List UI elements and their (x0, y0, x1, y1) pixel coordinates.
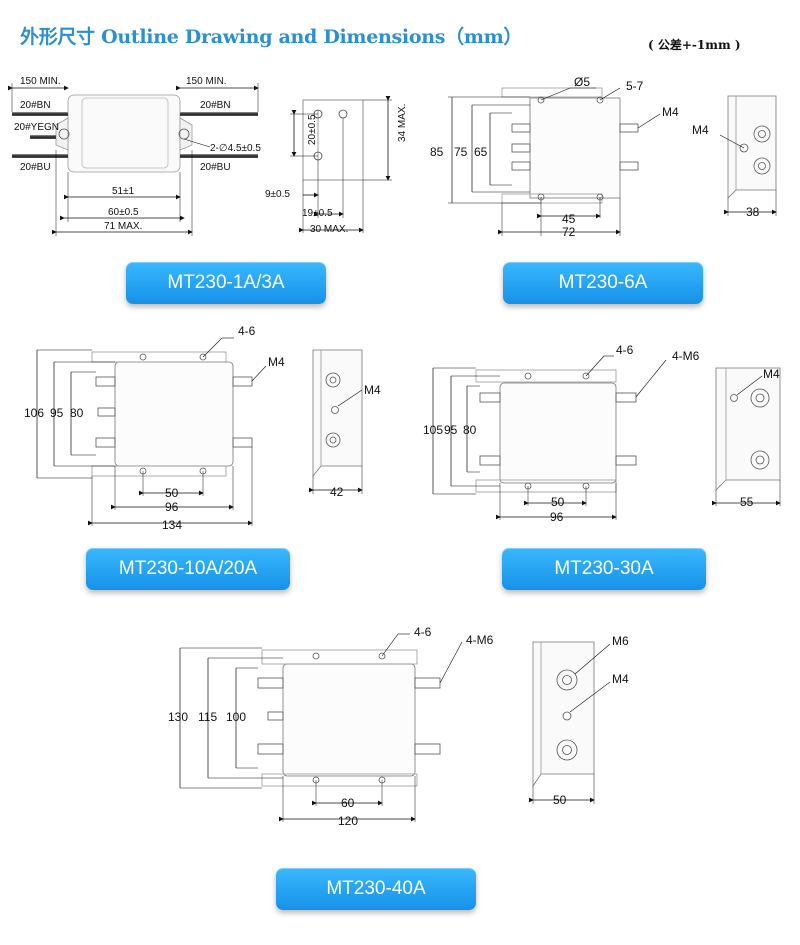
model-button-mt230-10a-20a[interactable]: MT230-10A/20A (86, 548, 290, 590)
h105-label: 105 (423, 423, 443, 437)
h115-label: 115 (198, 710, 217, 724)
hole-dia-label: Ø5 (574, 75, 590, 89)
holes-40a-label: 4-6 (414, 625, 432, 639)
side-screw-label: M4 (692, 123, 709, 137)
d38-label: 38 (746, 205, 760, 219)
hole-dim-label: 2-∅4.5±0.5 (210, 143, 261, 154)
model-button-mt230-1a-3a[interactable]: MT230-1A/3A (126, 262, 326, 304)
model-button-mt230-30a[interactable]: MT230-30A (502, 548, 706, 590)
drawing-1a-side (290, 96, 392, 233)
model-button-mt230-6a[interactable]: MT230-6A (503, 262, 703, 304)
h80-30a-label: 80 (463, 423, 477, 437)
drawing-10a-front (36, 337, 267, 526)
dim-20-label: 20±0.5 (307, 114, 318, 145)
wire-bu-left-label: 20#BU (20, 162, 51, 173)
wire-bn-right-label: 20#BN (200, 100, 231, 111)
dim-34-label: 34 MAX. (397, 104, 408, 142)
w50-30a-label: 50 (551, 495, 565, 509)
w72-label: 72 (562, 225, 576, 239)
screw-label: M4 (662, 105, 679, 119)
screw-40a-label: 4-M6 (466, 633, 494, 647)
h106-label: 106 (24, 406, 44, 420)
w134-label: 134 (162, 518, 182, 532)
side-m6-label: M6 (612, 634, 629, 648)
h85-label: 85 (430, 145, 444, 159)
dim-71-label: 71 MAX. (104, 221, 142, 232)
wire-bu-right-label: 20#BU (200, 162, 231, 173)
w96-30a-label: 96 (550, 510, 564, 524)
d42-label: 42 (330, 485, 344, 499)
dim-60-label: 60±0.5 (108, 207, 139, 218)
screw-30a-label: 4-M6 (672, 349, 700, 363)
w120-label: 120 (338, 814, 358, 828)
holes-label: 5-7 (626, 79, 644, 93)
lead-left-label: 150 MIN. (20, 76, 61, 87)
w96-label: 96 (165, 500, 179, 514)
dim-51-label: 51±1 (112, 186, 135, 197)
dim-9-label: 9±0.5 (265, 189, 290, 200)
holes-30a-label: 4-6 (616, 343, 634, 357)
d50-label: 50 (553, 793, 567, 807)
drawing-40a-side (529, 641, 611, 804)
holes-10a-label: 4-6 (238, 324, 256, 338)
side-m4-label: M4 (612, 672, 629, 686)
w45-label: 45 (562, 212, 576, 226)
screw-10a-label: M4 (268, 355, 285, 369)
d55-label: 55 (740, 495, 754, 509)
lead-right-label: 150 MIN. (186, 76, 227, 87)
drawing-30a-side (712, 367, 781, 506)
drawing-10a-side (309, 349, 363, 494)
tolerance-note: ( 公差+-1mm ) (648, 38, 741, 52)
drawing-1a-front-labels: 150 MIN. 150 MIN. 20#BN 20#YEGN 20#BU 20… (14, 76, 261, 232)
drawing-6a-side (719, 95, 777, 216)
h95-30a-label: 95 (444, 423, 458, 437)
h80-label: 80 (70, 406, 84, 420)
wire-bn-left-label: 20#BN (20, 100, 51, 111)
drawing-1a-front (8, 83, 259, 236)
model-button-mt230-40a[interactable]: MT230-40A (276, 868, 476, 910)
h75-label: 75 (454, 145, 468, 159)
w60-label: 60 (341, 796, 355, 810)
drawing-6a-front (448, 87, 661, 236)
dim-19-label: 19±0.5 (302, 208, 333, 219)
h130-label: 130 (168, 710, 188, 724)
w50-label: 50 (165, 486, 179, 500)
h95-label: 95 (50, 406, 64, 420)
side-screw-30a-label: M4 (763, 367, 780, 381)
wire-yegn-label: 20#YEGN (14, 122, 59, 133)
page-title: 外形尺寸 Outline Drawing and Dimensions（mm） (20, 26, 523, 48)
side-screw-10a-label: M4 (364, 383, 381, 397)
dim-30-label: 30 MAX. (310, 224, 348, 235)
drawing-30a-front (432, 355, 667, 520)
h65-label: 65 (474, 145, 488, 159)
drawing-40a-front (179, 633, 463, 822)
h100-label: 100 (226, 710, 246, 724)
